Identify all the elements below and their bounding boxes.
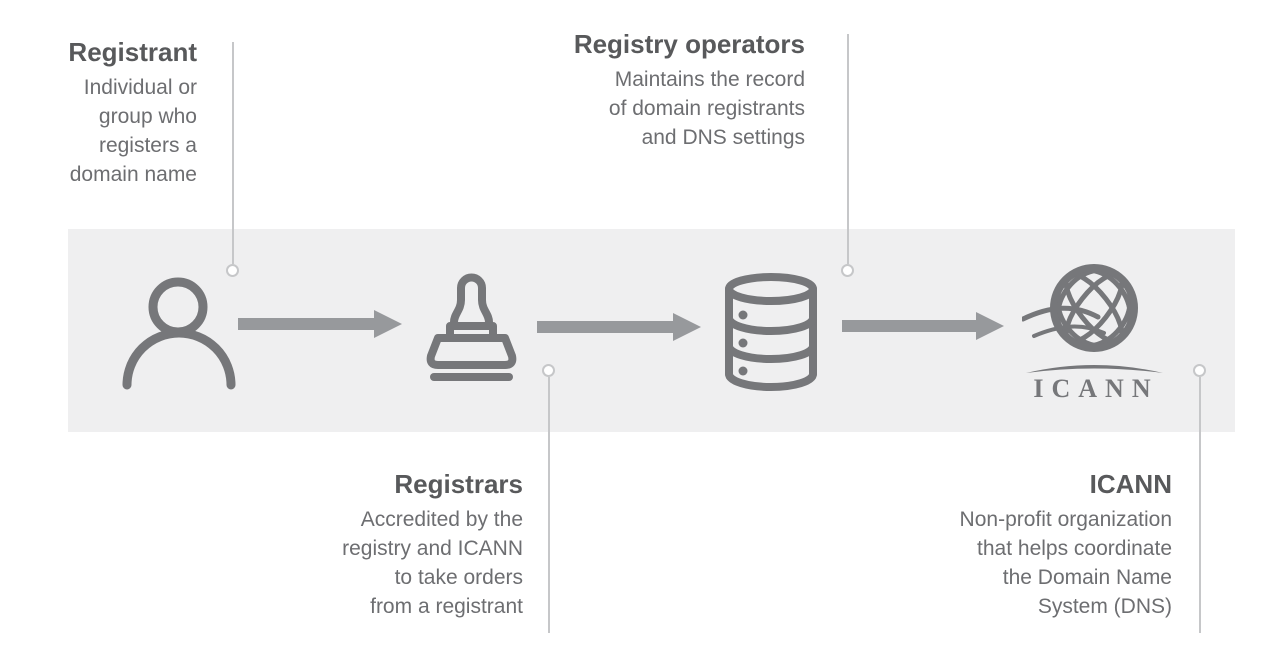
globe-swoosh-upper: [1022, 305, 1101, 322]
registrant-leader-dot: [226, 264, 239, 277]
flow-arrow-2: [537, 313, 701, 341]
registrant-description: Individual or group who registers a doma…: [69, 76, 197, 186]
person-icon: [122, 277, 236, 390]
stamp-icon: [426, 273, 517, 381]
registry-operators-leader-line: [847, 34, 849, 264]
registry-operators-title: Registry operators: [573, 29, 805, 59]
callout-registry-operators: Registry operators Maintains the record …: [505, 28, 805, 152]
database-icon: [725, 273, 817, 391]
icann-leader-line: [1199, 377, 1201, 633]
icann-description: Non-profit organization that helps coord…: [959, 508, 1172, 618]
flow-arrow-1: [238, 310, 402, 338]
icann-wordmark: ICANN: [1033, 374, 1158, 401]
icann-title: ICANN: [1089, 469, 1172, 499]
globe-swoosh-lower: [1032, 324, 1106, 338]
registrant-leader-line: [232, 42, 234, 264]
callout-registrant: Registrant Individual or group who regis…: [17, 36, 197, 189]
flow-arrow-3: [842, 312, 1004, 340]
registrars-title: Registrars: [394, 469, 523, 499]
wordmark-swoosh: [1026, 365, 1163, 373]
registrars-leader-line: [548, 377, 550, 633]
icann-leader-dot: [1193, 364, 1206, 377]
icann-logo: ICANN: [1022, 264, 1163, 401]
callout-registrars: Registrars Accredited by the registry an…: [223, 468, 523, 621]
registry-operators-description: Maintains the record of domain registran…: [608, 68, 805, 149]
registrant-title: Registrant: [68, 37, 197, 67]
callout-icann: ICANN Non-profit organization that helps…: [872, 468, 1172, 621]
registrars-leader-dot: [542, 364, 555, 377]
registry-operators-leader-dot: [841, 264, 854, 277]
registrars-description: Accredited by the registry and ICANN to …: [342, 508, 523, 618]
